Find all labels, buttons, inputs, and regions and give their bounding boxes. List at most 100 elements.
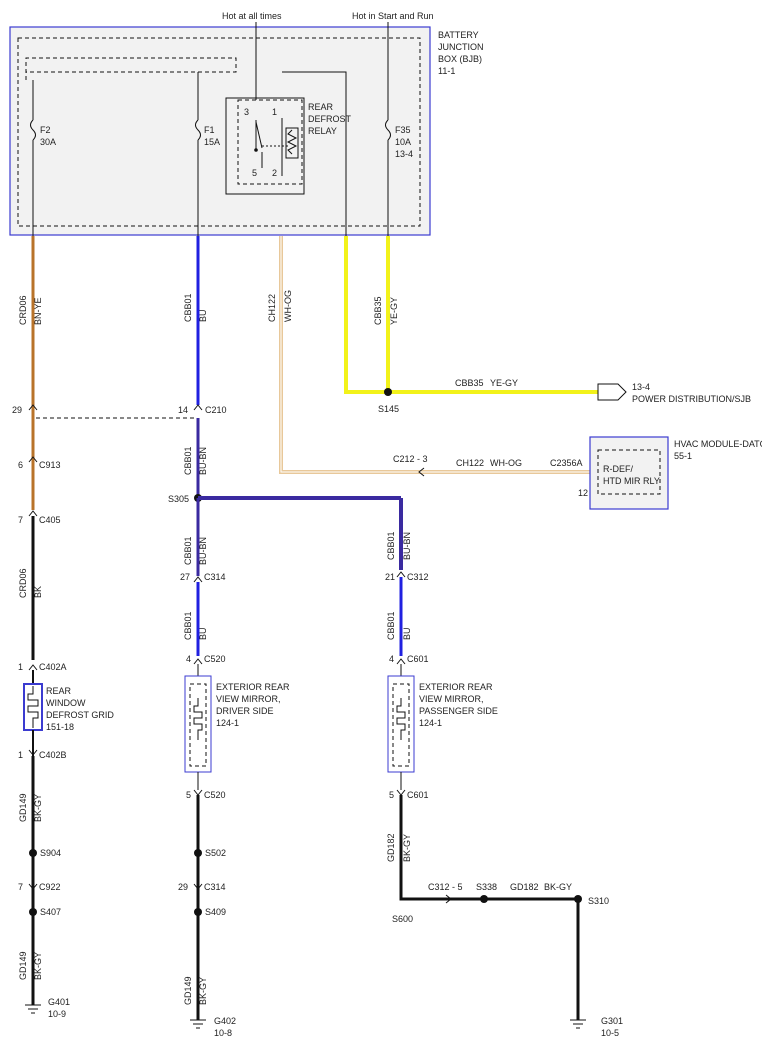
- splice-s305-label: S305: [168, 494, 189, 504]
- label-crd06-b: CRD06: [18, 568, 28, 598]
- c601a-pin: 4: [389, 654, 394, 664]
- label-bk: BK: [33, 586, 43, 598]
- c520a-pin: 4: [186, 654, 191, 664]
- battery-junction-box: BATTERY JUNCTION BOX (BJB) 11-1: [9, 26, 484, 236]
- fuse-f35-ref: 13-4: [395, 149, 413, 159]
- label-ch122: CH122: [267, 294, 277, 322]
- wire-ch122-wh-og: [279, 236, 590, 474]
- fuse-f2-name: F2: [40, 125, 51, 135]
- label-bk-gy-h: BK-GY: [544, 882, 572, 892]
- grid-line3: DEFROST GRID: [46, 710, 114, 720]
- splice-s600-label: S600: [392, 914, 413, 924]
- splice-s338-label: S338: [476, 882, 497, 892]
- power-dist-name: POWER DISTRIBUTION/SJB: [632, 394, 751, 404]
- label-wh-og: WH-OG: [283, 290, 293, 322]
- label-bu: BU: [198, 309, 208, 322]
- rear-defrost-relay: 3 1 5 2 REAR DEFROST RELAY: [225, 71, 352, 236]
- label-ye-gy: YE-GY: [389, 297, 399, 325]
- wire-yellow-pair: [344, 236, 598, 394]
- grid-line4: 151-18: [46, 722, 74, 732]
- c402a-pin: 1: [18, 662, 23, 672]
- grid-line2: WINDOW: [46, 698, 86, 708]
- label-ye-gy-h: YE-GY: [490, 378, 518, 388]
- ground-g402-icon: [190, 1019, 206, 1029]
- g402-ref: 10-8: [214, 1028, 232, 1038]
- label-bk-gy-f: BK-GY: [402, 834, 412, 862]
- hot-at-all-times-label: Hot at all times: [222, 11, 282, 21]
- power-dist-connector: [597, 383, 627, 401]
- label-bu-f: BU: [402, 627, 412, 640]
- splice-s338: [480, 895, 488, 903]
- c913-name: C913: [39, 460, 61, 470]
- c402a-name: C402A: [39, 662, 67, 672]
- label-cbb01-d: CBB01: [183, 611, 193, 640]
- c922-pin: 7: [18, 882, 23, 892]
- hvac-title: HVAC MODULE-DATC: [674, 439, 762, 449]
- label-cbb01-b: CBB01: [183, 446, 193, 475]
- splice-s310-label: S310: [588, 896, 609, 906]
- bjb-title-line2: JUNCTION: [438, 42, 484, 52]
- c312-pin: 21: [385, 572, 395, 582]
- splice-s409-label: S409: [205, 907, 226, 917]
- c314a-pin: 27: [180, 572, 190, 582]
- mirror-pass-line1: EXTERIOR REAR: [419, 682, 493, 692]
- label-bk-gy-a: BK-GY: [33, 794, 43, 822]
- c922-name: C922: [39, 882, 61, 892]
- relay-pin-2: 2: [272, 168, 277, 178]
- c601a-name: C601: [407, 654, 429, 664]
- bjb-title-line1: BATTERY: [438, 30, 479, 40]
- c210-name: C210: [205, 405, 227, 415]
- fuse-f35-name: F35: [395, 125, 411, 135]
- splice-s407: [29, 908, 37, 916]
- splice-s904-label: S904: [40, 848, 61, 858]
- c2356a-name: C2356A: [550, 458, 583, 468]
- fuse-f1: F1 15A: [195, 72, 220, 236]
- fuse-f35: F35 10A 13-4: [385, 119, 413, 236]
- bjb-title-line4: 11-1: [438, 66, 455, 76]
- label-cbb01-e: CBB01: [386, 531, 396, 560]
- c601b-pin: 5: [389, 790, 394, 800]
- label-cbb01-f: CBB01: [386, 611, 396, 640]
- relay-label-line3: RELAY: [308, 126, 337, 136]
- c520a-name: C520: [204, 654, 226, 664]
- mirror-driver-line1: EXTERIOR REAR: [216, 682, 290, 692]
- splice-s145-label: S145: [378, 404, 399, 414]
- c312-5-label: C312 - 5: [428, 882, 463, 892]
- c601b-name: C601: [407, 790, 429, 800]
- label-bn-ye: BN-YE: [33, 297, 43, 325]
- fuse-f1-name: F1: [204, 125, 215, 135]
- label-cbb01-c: CBB01: [183, 536, 193, 565]
- label-gd149-a: GD149: [18, 793, 28, 822]
- c402b-pin: 1: [18, 750, 23, 760]
- fuse-f2-rating: 30A: [40, 137, 56, 147]
- mirror-pass-line2: VIEW MIRROR,: [419, 694, 484, 704]
- c520b-pin: 5: [186, 790, 191, 800]
- g402-name: G402: [214, 1016, 236, 1026]
- splice-s310: [574, 895, 582, 903]
- mirror-pass-line3: PASSENGER SIDE: [419, 706, 498, 716]
- bjb-title-line3: BOX (BJB): [438, 54, 482, 64]
- c314b-pin: 29: [178, 882, 188, 892]
- splice-s145: [384, 388, 392, 396]
- g401-ref: 10-9: [48, 1009, 66, 1019]
- label-gd182-a: GD182: [386, 833, 396, 862]
- rear-window-defrost-grid: [23, 670, 43, 756]
- c402b-name: C402B: [39, 750, 67, 760]
- hvac-inner-line1: R-DEF/: [603, 464, 633, 474]
- label-gd149-c: GD149: [18, 951, 28, 980]
- relay-pin-5: 5: [252, 168, 257, 178]
- splice-s502-label: S502: [205, 848, 226, 858]
- label-bu-bn-e: BU-BN: [402, 532, 412, 560]
- label-gd149-b: GD149: [183, 976, 193, 1005]
- relay-pin-3: 3: [244, 107, 249, 117]
- g301-ref: 10-5: [601, 1028, 619, 1038]
- mirror-driver-line3: DRIVER SIDE: [216, 706, 274, 716]
- mirror-driver-side: [184, 664, 212, 790]
- label-ch122-h: CH122: [456, 458, 484, 468]
- power-dist-ref: 13-4: [632, 382, 650, 392]
- ground-g401-icon: [25, 1004, 41, 1014]
- mirror-driver-line2: VIEW MIRROR,: [216, 694, 281, 704]
- hvac-inner-line2: HTD MIR RLY: [603, 476, 660, 486]
- mirror-passenger-side: [387, 664, 415, 790]
